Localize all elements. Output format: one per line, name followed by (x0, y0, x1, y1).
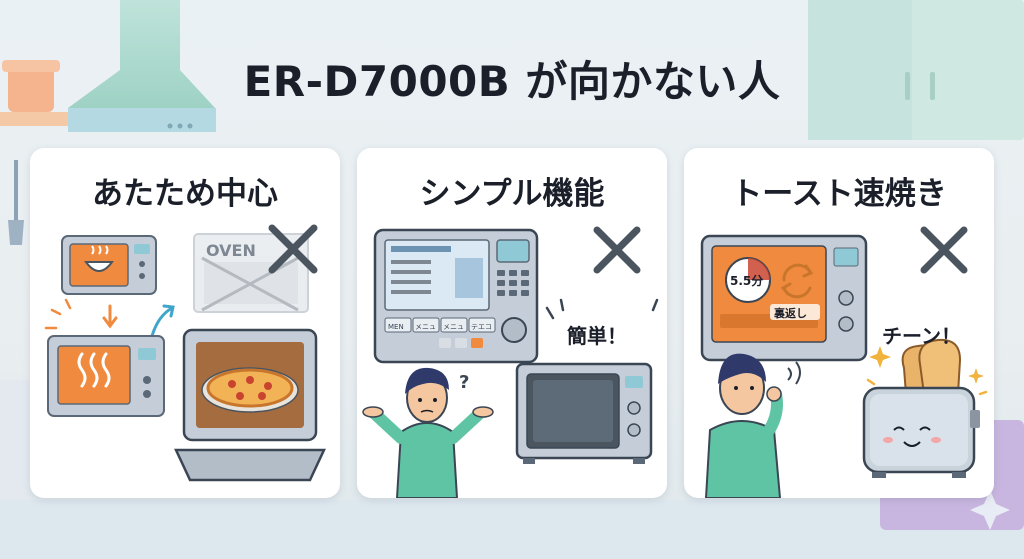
flip-label: 裏返し (773, 306, 807, 320)
pizza-icon (201, 367, 299, 413)
sparkle-icon (869, 346, 891, 368)
sparkle-icon (968, 368, 984, 384)
microwave-icon (700, 234, 868, 362)
card-toast-illustration: 5.5分 裏返し (700, 226, 988, 498)
card-title: トースト速焼き (731, 176, 947, 212)
card-title: あたため中心 (92, 176, 278, 212)
timer-value: 5.5分 (730, 273, 763, 288)
card-toast: トースト速焼き 5.5分 裏返し (684, 148, 994, 498)
panel-button-label: テエコ (471, 323, 492, 331)
panel-button-label: MEN (388, 323, 404, 331)
range-hood (68, 0, 215, 108)
cross-icon (593, 226, 641, 274)
control-panel-icon (373, 228, 539, 364)
card-heating: あたため中心 OVEN (30, 148, 340, 498)
oven-label: OVEN (206, 241, 256, 260)
confused-person-icon (362, 367, 494, 498)
page-title: ER-D7000B が向かない人 (243, 57, 781, 106)
worried-person-icon (704, 353, 783, 498)
card-simple-illustration: MEN メニュ メニュ テエコ ? (362, 226, 659, 498)
microwave-icon (47, 335, 165, 417)
pot-icon (8, 66, 54, 112)
easy-label: 簡単！ (567, 324, 627, 348)
refresh-icon (780, 263, 814, 299)
oven-icon (193, 233, 309, 313)
timer-icon (725, 257, 771, 303)
arrow-down-icon (102, 304, 118, 329)
ding-label: チーン！ (882, 324, 961, 348)
microwave-icon (515, 362, 653, 464)
cross-icon (920, 226, 968, 274)
panel-button-label: メニュ (415, 323, 436, 331)
arrow-up-icon (150, 304, 175, 338)
shelf (0, 112, 72, 126)
panel-button-label: メニュ (443, 323, 464, 331)
steam-icon (77, 352, 111, 388)
card-heating-illustration: OVEN (44, 224, 326, 482)
card-simple: シンプル機能 MEN メニュ メニュ テエ (357, 148, 667, 498)
question-mark: ? (459, 372, 469, 393)
toaster-icon (862, 338, 980, 478)
cross-icon (268, 224, 318, 274)
bowl-icon (84, 245, 114, 272)
counter (0, 500, 1024, 559)
card-title: シンプル機能 (419, 176, 605, 212)
